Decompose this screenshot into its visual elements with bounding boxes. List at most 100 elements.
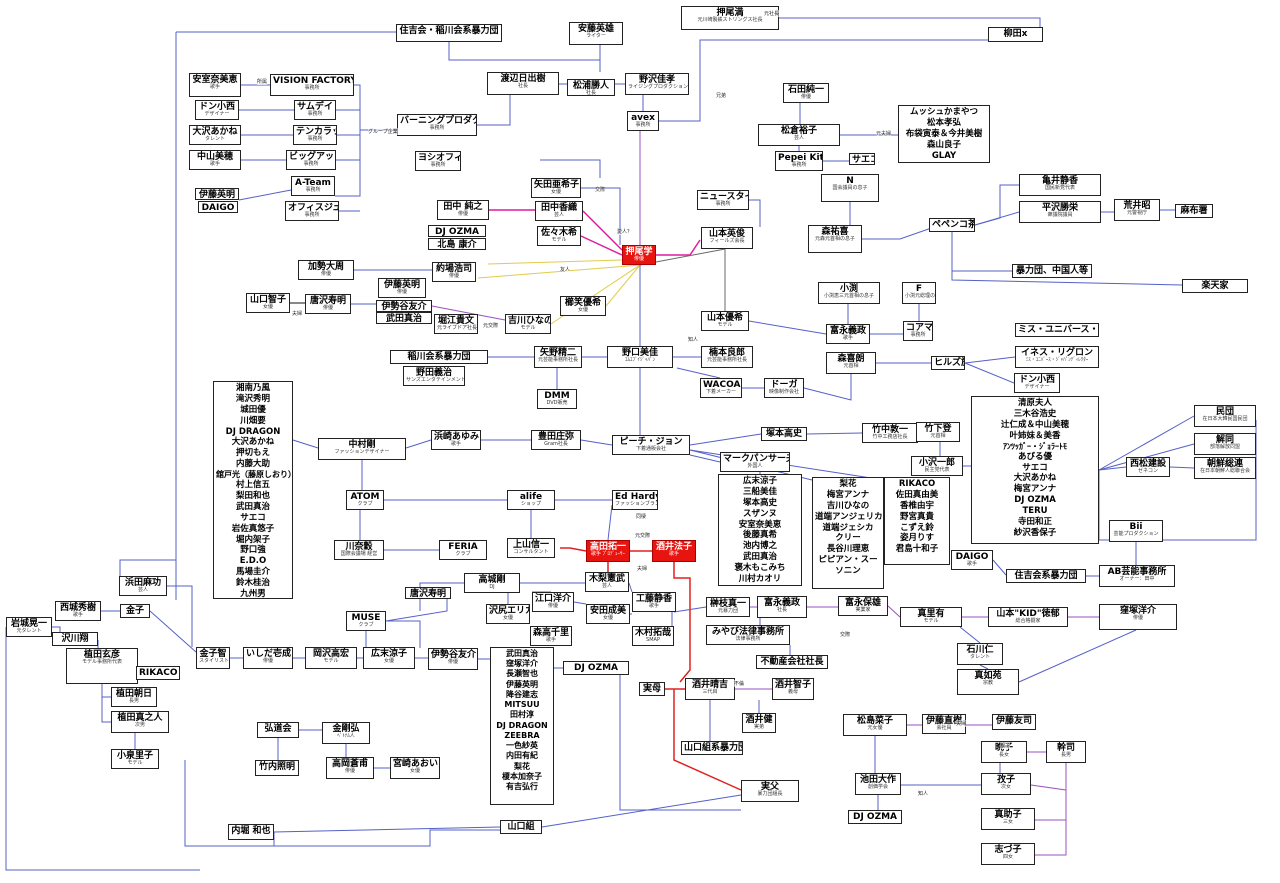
relationship-line [167,585,193,647]
edge-label: 元夫婦 [876,130,892,137]
relationship-line [386,620,421,648]
node-maya: 真里有モデル [900,607,962,627]
node-takeda-list: 武田真治 窪塚洋介 長瀬智也 伊藤英明 降谷建志 MITSUU 田村淳 DJ D… [490,647,554,805]
node-morita-kou: 森祐喜元森元首相の息子 [808,225,862,253]
node-jitsubo: 実母 [639,682,665,696]
relationship-line [959,626,981,644]
node-rikako2-list: RIKACO 佐田真由美 香椎由宇 野宮真貴 こずえ鈴 姿月りす 君島十和子 [884,477,950,565]
node-yada-akiko: 矢田亜希子女優 [531,178,581,198]
node-don-konishi-1: ドン小西デザイナー [195,100,239,120]
node-f: F小渕元総理の息子 [902,282,936,304]
edge-label: 愛人？ [617,228,633,235]
node-don-konishi-2: ドン小西デザイナー [1014,373,1060,393]
relationship-line [477,264,641,279]
node-iseya-1: 伊勢谷友介 [376,300,432,312]
node-fudosan: 不動産会社社長 [756,655,828,669]
relationship-line [689,454,721,463]
relationship-line [335,84,361,197]
node-ito-hideaki-2: 伊藤英明俳優 [378,278,426,298]
node-ishida-junichi: 石田純一俳優 [783,83,829,103]
edge-label: 夫婦 [637,565,648,572]
node-dj-ozma-2: DJ OZMA [563,661,629,675]
node-dj-ozma-1: DJ OZMA [428,225,486,237]
relationship-line [405,439,432,449]
node-tominaga-yoshiya: 富永義政歌手 [826,324,870,344]
node-osawa-akane-1: 大沢あかねタレント [189,125,241,145]
node-maiko: 真助子三女 [981,808,1035,830]
relationship-line [1035,820,1067,856]
node-ueyama: 上山信一コンサルタント [507,538,555,558]
node-jippu: 実父暴力団組長 [741,780,799,802]
node-pepemaru: ペペンコ茶房 [929,218,975,232]
node-koizumi-satoko: 小泉里子モデル [111,749,159,769]
node-takada-yuichi: 高田拓一歌手 ﾌﾟﾛﾃﾞｭｰｻｰ [586,540,630,562]
node-kamei: 亀井静香国民新党代表 [1019,174,1101,196]
node-takemasa: 竹内照明 [255,760,299,776]
node-yamamoto-kid: 山本"KID"徳郁総合格闘家 [988,607,1068,627]
node-eguchi: 江口洋介俳優 [532,592,574,612]
relationship-line [273,826,501,833]
node-koizumi: 小渕小渕恵三元首相の息子 [818,282,880,304]
relationship-line [1030,763,1067,791]
node-yasuda: 安田成美女優 [586,604,630,624]
node-hikari-seiken: 弘道会 [257,722,299,738]
relationship-line [887,605,901,618]
node-chosen-soren: 朝鮮総連在日本朝鮮人総聯合会 [1194,457,1256,479]
node-jun-list: 湘南乃風 滝沢秀明 城田優 川畑要 DJ DRAGON 大沢あかね 押切もえ 内… [213,381,293,599]
relationship-line [5,627,200,871]
relationship-line [1035,790,1067,821]
node-horie: 堀江貴文元ライブドア社長 [434,314,478,334]
relationship-line [580,439,613,446]
relationship-line [964,356,1016,364]
node-ito-yuji: 伊藤友司 [992,714,1036,730]
node-ed-hardy: Ed Hardyファッションブランド [612,490,658,510]
node-rikako-list: 梨花 梅宮アンナ 吉川ひなの 道端アンジェリカ 道端ジェシカ クリー 長谷川理恵… [812,477,884,589]
node-musician-group: ムッシュかまやつ 松本孝弘 布袋寅泰＆今井美樹 森山良子 GLAY [898,105,990,163]
node-sumiyoshi-inagawa: 住吉会・稲川会系暴力団 [396,24,502,42]
relationship-line [862,224,941,240]
relationship-line [749,199,761,227]
node-hamazaki: 浜崎あゆみ歌手 [431,430,481,450]
node-nakayama-miho: 中山美穂歌手 [189,150,241,170]
node-ozawa-eri: 沢尻エリカ女優 [486,604,530,624]
relationship-line [541,794,742,828]
node-big-apple: ビッグアップル事務所 [286,150,336,170]
node-sakai-takeshi: 酒井健実弟 [742,713,776,733]
node-tominaga-yasuhiko: 富永保雄実業家 [838,596,888,616]
edge-label: グループ企業 [368,128,398,135]
node-kaneko-genki: 金剛弘ﾍﾞﾄﾅﾑ人 [322,722,370,744]
node-ryoji: 幹司長男 [1046,741,1086,763]
edge-label: 友人 [560,266,571,273]
node-tanaka-junnosuke: 田中 純之俳優 [437,200,489,220]
node-tencarat: テンカラット事務所 [293,125,337,145]
node-noguchi: 野口美佳ｴﾑｴﾌﾞｲｼﾞｬﾊﾟﾝ [607,346,673,368]
node-yamaguchi-kumi-2: 山口組系暴力団 [681,741,743,755]
relationship-line [560,547,587,552]
relationship-line [974,211,1020,226]
node-shizuko: 志づ子四女 [981,843,1035,865]
node-ikeda: 池田大作創価学会 [855,773,901,795]
node-inagawa-kumi-2: 稲川会系暴力団 [390,350,488,364]
node-beach-john: ピーチ・ジョン下着通販会社 [612,435,690,455]
relationship-line [748,320,827,335]
node-tsukamoto: 塚本高史 [761,427,807,441]
node-sumiyoshi-2: 住吉会系暴力団 [1006,569,1086,583]
relationship-line [1098,415,1195,471]
edge-label: 交際 [595,186,606,193]
relationship-line [573,601,587,605]
relationship-line [101,697,111,723]
relationship-line [951,232,1012,272]
node-matsukura: 松倉裕子芸人 [758,124,840,146]
relationship-line [803,374,852,401]
edge-label: 同棲 [636,513,647,520]
node-takeshita: 竹下登元首相 [916,422,960,442]
relationship-line [238,189,292,201]
relationship-line [673,606,707,613]
relationship-line [581,187,621,245]
node-koko: 孜子次女 [981,773,1031,795]
relationship-line [385,593,448,622]
node-yamamoto-yuki: 山本優希モデル [701,311,749,331]
